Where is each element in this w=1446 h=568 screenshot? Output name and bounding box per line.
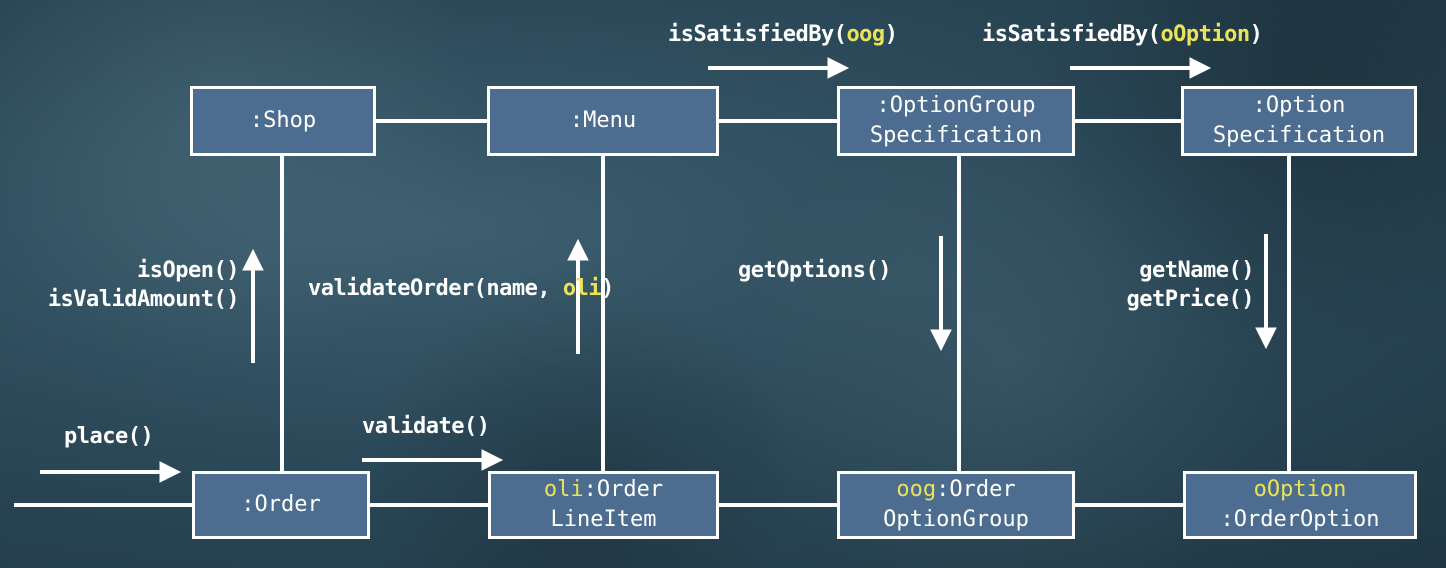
arrow-right-place (40, 461, 182, 483)
arrow-down-optiongroupspec (930, 236, 952, 352)
option-spec-line1: :Option (1252, 93, 1346, 118)
order-line-item-instance-name: oli (543, 477, 584, 502)
message-text: isSatisfiedBy( (982, 22, 1161, 47)
order-option-group-class: :Order (936, 477, 1016, 502)
message-argument: oog (846, 22, 885, 47)
order-object-label: :Order (241, 492, 321, 517)
message-is-satisfied-by-ooption: isSatisfiedBy(oOption) (982, 22, 1263, 47)
message-argument: oOption (1160, 22, 1250, 47)
order-option-group-instance-name: oog (896, 477, 937, 502)
message-place: place() (64, 424, 154, 449)
order-option-class: :OrderOption (1220, 507, 1380, 532)
message-validate: validate() (362, 414, 490, 439)
arrow-right-satisfied-oog (708, 57, 850, 79)
message-is-valid-amount: isValidAmount() (47, 287, 240, 312)
order-line-item-line2: LineItem (550, 507, 657, 532)
arrow-up-shop (242, 248, 264, 363)
order-option-object: oOption :OrderOption (1183, 471, 1417, 539)
order-line-item-class: :Order (583, 477, 664, 502)
order-option-group-line1: oog:Order (896, 475, 1015, 505)
shop-object: :Shop (190, 86, 376, 156)
order-option-group-object: oog:Order OptionGroup (837, 471, 1075, 539)
option-group-spec-line1: :OptionGroup (876, 93, 1036, 118)
option-group-specification-object: :OptionGroup Specification (837, 86, 1075, 156)
message-argument: oli (562, 276, 602, 301)
arrow-right-satisfied-option (1070, 57, 1212, 79)
arrow-up-menu (567, 238, 589, 354)
order-option-group-line2: OptionGroup (883, 507, 1029, 532)
option-specification-object: :Option Specification (1181, 86, 1417, 156)
message-is-satisfied-by-oog: isSatisfiedBy(oog) (668, 22, 898, 47)
message-get-price: getPrice() (1126, 287, 1255, 312)
message-text: validateOrder(name, (308, 276, 563, 301)
option-spec-line2: Specification (1212, 123, 1386, 148)
arrow-down-optionspec (1255, 234, 1277, 350)
menu-object-label: :Menu (569, 108, 637, 133)
message-validate-order: validateOrder(name, oli) (308, 276, 614, 301)
option-group-spec-line2: Specification (869, 123, 1043, 148)
message-text: ) (601, 276, 614, 301)
message-is-open: isOpen() (137, 258, 239, 283)
message-get-name: getName() (1139, 258, 1254, 283)
message-text: isSatisfiedBy( (668, 22, 847, 47)
message-text: ) (1249, 22, 1263, 47)
order-object: :Order (192, 471, 370, 539)
order-option-instance-name: oOption (1253, 477, 1347, 502)
arrow-right-validate (362, 449, 504, 471)
message-text: ) (884, 22, 898, 47)
order-line-item-object: oli:Order LineItem (488, 471, 719, 539)
order-line-item-line1: oli:Order (544, 475, 663, 505)
menu-object: :Menu (487, 86, 719, 156)
message-get-options: getOptions() (738, 258, 891, 283)
shop-object-label: :Shop (249, 108, 317, 133)
